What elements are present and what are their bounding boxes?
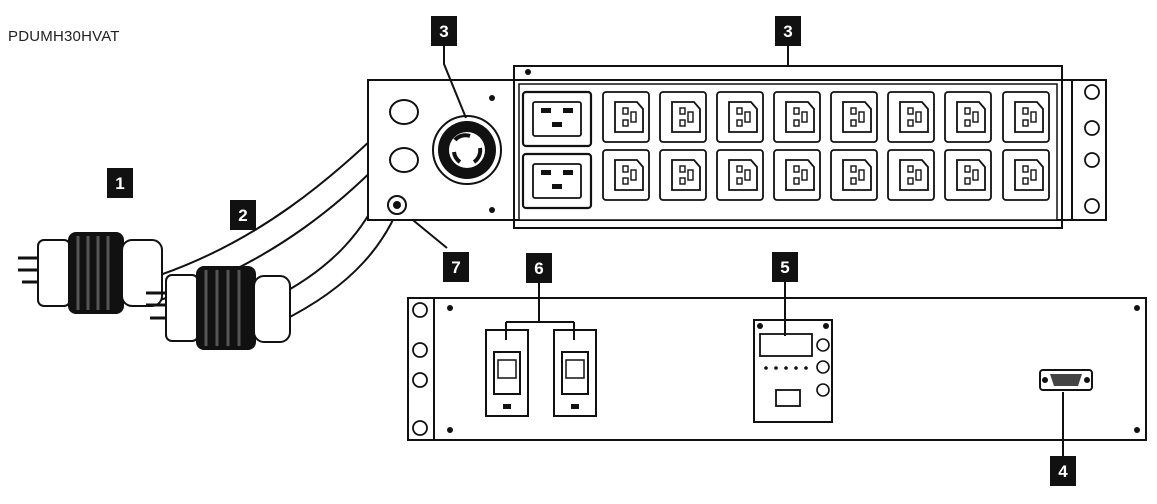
callout-2: 2 [230,200,256,230]
callout-6: 6 [526,253,552,283]
circuit-breaker-icon [485,329,529,417]
svg-text:6: 6 [534,259,543,278]
callout-3-outlets: 3 [775,16,801,46]
callout-4: 4 [1050,456,1076,486]
c13-outlet-icon [887,149,935,201]
c13-outlet-icon [602,149,650,201]
c13-outlet-icon [716,149,764,201]
circuit-breaker-icon [553,329,597,417]
c13-outlet-icon [716,91,764,143]
db9-port-icon [1039,369,1093,391]
c13-outlet-icon [659,149,707,201]
leader-lines [443,44,1064,456]
c13-outlet-icon [887,91,935,143]
c19-outlet-icon [521,152,593,210]
c19-outlet-icon [521,90,593,148]
svg-text:5: 5 [780,258,789,277]
callout-7: 7 [443,252,469,282]
c13-outlet-icon [773,91,821,143]
callout-5: 5 [772,252,798,282]
pdu-outlet-unit [367,65,1107,229]
pdu-control-unit [407,297,1147,441]
c13-outlet-icon [944,91,992,143]
l6-outlet [432,115,502,185]
c13-outlet-icon [659,91,707,143]
c13-outlet-icon [1002,91,1050,143]
svg-text:3: 3 [439,22,448,41]
plug-2 [146,266,291,350]
c13-outlet-icon [830,91,878,143]
callout-3-l6: 3 [431,16,457,46]
svg-text:3: 3 [783,22,792,41]
network-card [753,319,833,423]
plug-1 [18,232,163,314]
svg-text:7: 7 [451,258,460,277]
svg-text:4: 4 [1058,462,1068,481]
c13-outlet-icon [830,149,878,201]
c13-outlet-icon [1002,149,1050,201]
model-label: PDUMH30HVAT [8,28,120,45]
c13-outlet-icon [602,91,650,143]
svg-text:1: 1 [115,174,124,193]
c13-outlet-icon [944,149,992,201]
svg-text:2: 2 [238,206,247,225]
callout-1: 1 [107,168,133,198]
c13-outlet-icon [773,149,821,201]
